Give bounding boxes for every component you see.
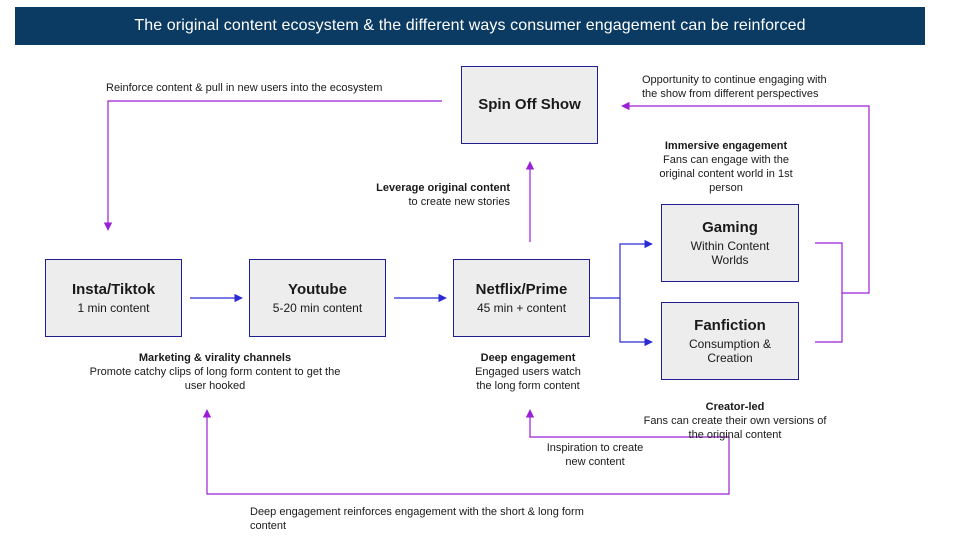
caption-heading: Deep engagement [480, 352, 576, 364]
node-insta-tiktok: Insta/Tiktok 1 min content [45, 259, 182, 337]
branch-to-fanfiction [619, 298, 653, 347]
label-reinforce-content: Reinforce content & pull in new users in… [106, 82, 383, 94]
node-netflix-prime: Netflix/Prime 45 min + content [453, 259, 590, 337]
label-deep-reinforce: Deep engagement reinforces engagement wi… [250, 505, 584, 533]
node-title: Youtube [288, 281, 347, 298]
arrow-gaming-fanfiction-to-spinoff [815, 242, 843, 343]
caption-heading: Immersive engagement [664, 140, 788, 152]
caption-line: Promote catchy clips of long form conten… [89, 366, 341, 378]
diagram-title: The original content ecosystem & the dif… [134, 17, 806, 34]
caption-leverage: Leverage original content to create new … [340, 181, 510, 209]
node-title: Insta/Tiktok [71, 281, 156, 298]
label-line: content [250, 520, 287, 532]
node-subtitle: 5-20 min content [272, 301, 363, 315]
label-line: the show from different perspectives [642, 88, 819, 100]
caption-marketing: Marketing & virality channels Promote ca… [55, 351, 375, 393]
arrow-spinoff-to-insta [103, 100, 442, 231]
caption-heading: Creator-led [705, 401, 765, 413]
node-spin-off-show: Spin Off Show [461, 66, 598, 144]
node-title: Spin Off Show [478, 96, 581, 113]
arrow-creator-to-insta [202, 409, 730, 495]
caption-line: Engaged users watch [475, 366, 581, 378]
node-subtitle: 45 min + content [476, 301, 567, 315]
node-subtitle: Within Content [690, 239, 770, 253]
label-line: new content [565, 456, 625, 468]
caption-line: person [709, 182, 743, 194]
label-line: Deep engagement reinforces engagement wi… [250, 506, 584, 518]
node-title: Netflix/Prime [475, 281, 568, 298]
branch-to-gaming [590, 239, 653, 299]
arrow-creator-to-netflix [525, 409, 730, 442]
caption-line: to create new stories [408, 196, 511, 208]
node-subtitle: Worlds [711, 253, 749, 267]
label-line: Opportunity to continue engaging with [642, 74, 827, 86]
node-gaming: Gaming Within Content Worlds [661, 204, 799, 282]
caption-deep-engagement: Deep engagement Engaged users watch the … [448, 351, 608, 393]
node-subtitle: 1 min content [77, 301, 150, 315]
node-title: Fanfiction [694, 317, 766, 334]
header-banner: The original content ecosystem & the dif… [15, 7, 925, 45]
node-title: Gaming [702, 219, 758, 236]
caption-heading: Leverage original content [376, 182, 510, 194]
node-fanfiction: Fanfiction Consumption & Creation [661, 302, 799, 380]
caption-heading: Marketing & virality channels [138, 352, 292, 364]
node-youtube: Youtube 5-20 min content [249, 259, 386, 337]
node-subtitle: Creation [707, 351, 753, 365]
caption-immersive: Immersive engagement Fans can engage wit… [636, 139, 816, 195]
loop-to-spinoff [621, 101, 870, 294]
caption-creator-led: Creator-led Fans can create their own ve… [630, 400, 840, 442]
node-subtitle: Consumption & [688, 337, 772, 351]
caption-line: user hooked [184, 380, 246, 392]
caption-line: Fans can engage with the [663, 154, 789, 166]
caption-line: original content world in 1st [659, 168, 793, 180]
label-line: Inspiration to create [546, 442, 644, 454]
caption-line: Fans can create their own versions of [643, 415, 827, 427]
label-opportunity: Opportunity to continue engaging with th… [642, 73, 827, 101]
caption-line: the original content [688, 429, 782, 441]
label-inspiration: Inspiration to create new content [535, 441, 655, 469]
caption-line: the long form content [476, 380, 580, 392]
